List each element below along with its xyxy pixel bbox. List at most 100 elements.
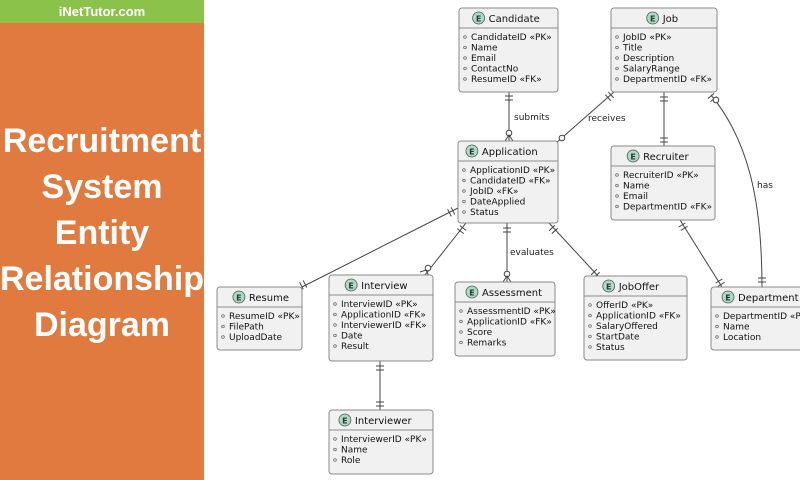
entity-box bbox=[583, 275, 688, 361]
entity-box bbox=[454, 281, 556, 357]
entity-name: Interviewer bbox=[355, 416, 413, 427]
field-bullet-icon bbox=[615, 56, 619, 60]
field-bullet-icon bbox=[462, 210, 466, 214]
field-bullet-icon bbox=[615, 35, 619, 39]
entity-field: Description bbox=[623, 54, 674, 64]
crowfoot-mark bbox=[419, 269, 430, 277]
entity-field: Status bbox=[596, 343, 625, 353]
entity-box bbox=[610, 7, 718, 93]
entity-name: Job bbox=[662, 14, 678, 25]
entity-name: Application bbox=[482, 147, 538, 158]
field-bullet-icon bbox=[333, 323, 337, 327]
entity-field: Title bbox=[622, 44, 643, 54]
relationship-line bbox=[707, 93, 715, 99]
relationship-line bbox=[710, 94, 763, 288]
relationship-label: has bbox=[757, 181, 773, 191]
field-bullet-icon bbox=[333, 437, 337, 441]
entity-badge-icon bbox=[465, 144, 479, 158]
title-line: Recruitment bbox=[2, 122, 202, 160]
relationship-line bbox=[447, 209, 452, 217]
title-line: System bbox=[41, 168, 163, 206]
field-bullet-icon bbox=[588, 345, 592, 349]
field-bullet-icon bbox=[615, 194, 619, 198]
diagram-title: Recruitment System Entity Relationship D… bbox=[0, 118, 204, 348]
relationship-line bbox=[555, 91, 615, 144]
field-bullet-icon bbox=[462, 189, 466, 193]
entity-name: Interview bbox=[361, 281, 408, 292]
entity-badge-icon bbox=[602, 279, 616, 293]
entity-field: ApplicationID «FK» bbox=[467, 318, 552, 328]
entity-badge-icon bbox=[472, 11, 486, 25]
entity-field: DepartmentID «PK» bbox=[723, 312, 800, 322]
entity-field: FilePath bbox=[229, 323, 264, 333]
relationship-line bbox=[457, 228, 464, 235]
entity-badge-letter: E bbox=[348, 281, 353, 290]
entity-field: DepartmentID «FK» bbox=[623, 75, 712, 85]
entity-field: InterviewerID «PK» bbox=[341, 435, 427, 445]
entity-field: Email bbox=[471, 54, 496, 64]
entity-badge-icon bbox=[232, 290, 246, 304]
entity-name: Candidate bbox=[489, 14, 540, 25]
field-bullet-icon bbox=[463, 56, 467, 60]
field-bullet-icon bbox=[588, 303, 592, 307]
field-bullet-icon bbox=[588, 313, 592, 318]
entity-badge-icon bbox=[646, 11, 660, 25]
entity-field: DateApplied bbox=[470, 198, 525, 208]
field-bullet-icon bbox=[459, 330, 463, 334]
entity-field: Status bbox=[470, 208, 499, 218]
field-bullet-icon bbox=[615, 66, 619, 71]
entity-field: InterviewerID «FK» bbox=[341, 321, 427, 331]
relationship-line bbox=[301, 207, 459, 288]
field-bullet-icon bbox=[462, 178, 466, 183]
entity-box bbox=[710, 286, 800, 351]
field-bullet-icon bbox=[463, 66, 467, 71]
field-bullet-icon bbox=[333, 344, 337, 348]
entity-field: Email bbox=[623, 192, 648, 202]
field-bullet-icon bbox=[462, 168, 466, 172]
entity-field: SalaryRange bbox=[623, 65, 680, 75]
title-panel: iNetTutor.com Recruitment System Entity … bbox=[0, 0, 204, 480]
entity-badge-icon bbox=[465, 285, 479, 299]
field-bullet-icon bbox=[459, 340, 463, 345]
entity-box bbox=[328, 409, 434, 475]
entity-field: Name bbox=[623, 182, 650, 192]
relationship-line bbox=[548, 222, 599, 277]
entity-field: ApplicationID «FK» bbox=[341, 311, 426, 321]
relationship-line bbox=[679, 219, 723, 288]
entity-badge-letter: E bbox=[469, 147, 474, 156]
relationship-line bbox=[302, 280, 308, 288]
field-bullet-icon bbox=[333, 458, 337, 462]
entity-field: Result bbox=[341, 342, 369, 352]
entity-field: ContactNo bbox=[471, 65, 519, 75]
relationship-label: evaluates bbox=[510, 248, 554, 258]
relationship-line bbox=[450, 207, 456, 215]
field-bullet-icon bbox=[462, 199, 466, 204]
entity-field: DepartmentID «FK» bbox=[623, 203, 712, 213]
entity-field: JobID «FK» bbox=[469, 187, 518, 197]
relationship-label: submits bbox=[514, 113, 550, 123]
entity-field: ApplicationID «PK» bbox=[470, 166, 555, 176]
entity-field: Score bbox=[467, 328, 493, 338]
field-bullet-icon bbox=[221, 314, 225, 318]
title-line: Entity bbox=[54, 214, 150, 252]
entity-field: Date bbox=[341, 332, 363, 342]
field-bullet-icon bbox=[715, 324, 719, 329]
field-bullet-icon bbox=[715, 314, 719, 318]
brand-bar: iNetTutor.com bbox=[0, 0, 204, 23]
entity-badge-letter: E bbox=[476, 14, 481, 23]
relationship-line bbox=[680, 225, 688, 231]
relationship-line bbox=[459, 225, 467, 231]
field-bullet-icon bbox=[615, 45, 619, 50]
entity-badge-icon bbox=[626, 149, 640, 163]
entity-field: Location bbox=[723, 333, 761, 343]
entity-field: AssessmentID «PK» bbox=[467, 307, 556, 317]
entity-field: ApplicationID «FK» bbox=[596, 312, 681, 322]
relationship-line bbox=[548, 224, 556, 232]
entity-name: Resume bbox=[249, 293, 289, 304]
entity-field: ResumeID «PK» bbox=[229, 312, 300, 322]
